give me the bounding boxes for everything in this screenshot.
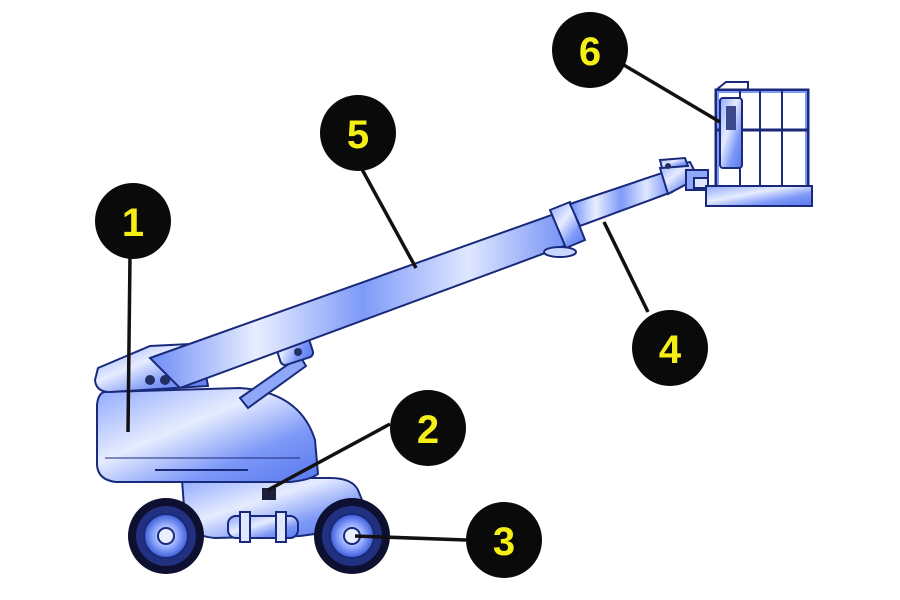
callout-5-label: 5	[347, 113, 369, 157]
callout-3-label: 3	[493, 520, 515, 564]
front-wheel	[314, 498, 390, 574]
upper-boom	[568, 156, 709, 228]
platform-basket	[705, 81, 813, 207]
leader-line-3	[354, 534, 467, 542]
leader-line-2	[267, 422, 391, 492]
leader-line-1	[126, 255, 132, 433]
rear-wheel	[128, 498, 204, 574]
main-boom	[148, 210, 577, 390]
leader-line-5	[356, 161, 418, 269]
callout-2: 2	[390, 390, 466, 466]
leader-line-4	[602, 221, 650, 313]
turntable-housing	[96, 386, 320, 483]
callout-1-label: 1	[122, 201, 144, 245]
leader-line-6	[611, 56, 721, 124]
leader-lines	[126, 56, 721, 542]
callout-2-label: 2	[417, 408, 439, 452]
callout-6: 6	[552, 12, 628, 88]
callout-4: 4	[632, 310, 708, 386]
callout-5: 5	[320, 95, 396, 171]
callout-4-label: 4	[659, 328, 682, 372]
boom-joint	[543, 200, 587, 258]
callout-6-label: 6	[579, 30, 601, 74]
callout-1: 1	[95, 183, 171, 259]
boom-lift	[93, 81, 813, 574]
callout-3: 3	[466, 502, 542, 578]
